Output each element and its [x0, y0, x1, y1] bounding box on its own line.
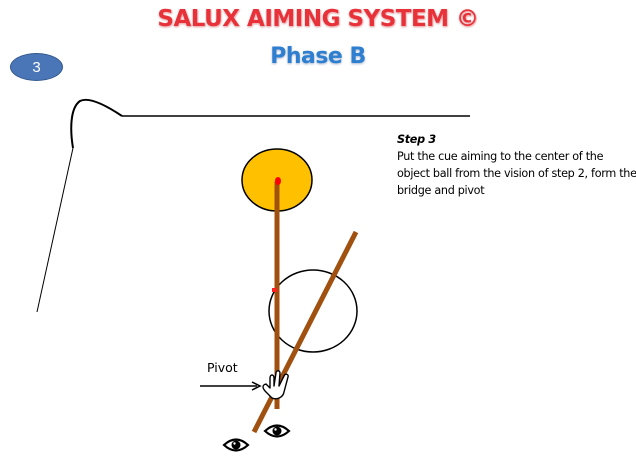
phase-subtitle: Phase B [270, 44, 366, 69]
step-instructions: Step 3 Put the cue aiming to the center … [397, 131, 636, 199]
table-rail-curve [70, 98, 123, 149]
contact-point-mark [272, 288, 277, 292]
cue-ball-outline [268, 269, 358, 353]
step-number: 3 [32, 58, 41, 76]
step-number-badge: 3 [10, 53, 63, 81]
step-heading: Step 3 [397, 133, 436, 146]
step-body: Put the cue aiming to the center of the … [397, 150, 636, 197]
cue-stick-pivoted [251, 230, 359, 434]
eye-icon [263, 424, 291, 438]
arrow-right-icon [200, 381, 262, 391]
bridge-hand-icon [262, 370, 289, 400]
table-side-rail [36, 147, 74, 313]
aim-point-dot [275, 177, 281, 185]
page-title: SALUX AIMING SYSTEM © [157, 6, 479, 32]
pivot-label: Pivot [207, 360, 238, 375]
eye-icon [222, 438, 250, 452]
